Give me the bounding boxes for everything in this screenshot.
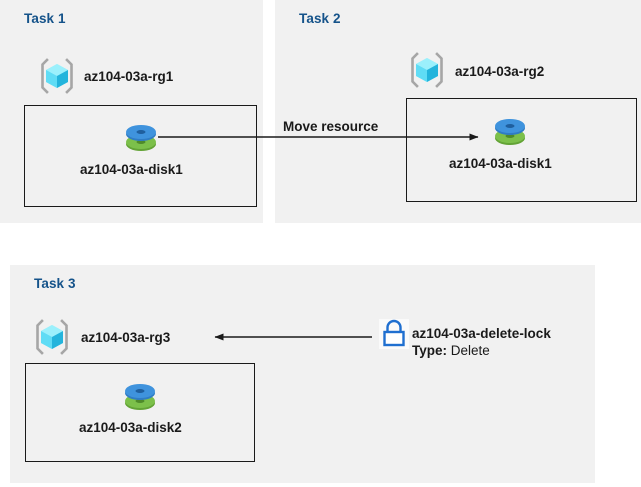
move-resource-label: Move resource [283, 119, 379, 134]
task-3-heading: Task 3 [34, 276, 76, 291]
task-1-heading: Task 1 [24, 11, 66, 26]
task-2-panel [275, 0, 641, 223]
disk-label-disk2: az104-03a-disk2 [79, 420, 182, 435]
azure-managed-disk-icon [490, 112, 530, 152]
resource-group-label-rg2: az104-03a-rg2 [455, 64, 545, 79]
task-2-resource-box [406, 98, 637, 202]
disk-label-disk1: az104-03a-disk1 [80, 162, 183, 177]
azure-managed-disk-icon [120, 377, 160, 417]
task-3-resource-box [25, 363, 255, 462]
resource-group-label-rg1: az104-03a-rg1 [84, 69, 174, 84]
task-3-panel [10, 265, 595, 483]
lock-name-label: az104-03a-delete-lock [412, 326, 551, 341]
task-1-panel [0, 0, 263, 223]
resource-group-label-rg3: az104-03a-rg3 [81, 330, 171, 345]
lock-type-value: Delete [450, 343, 490, 358]
azure-resource-group-icon [408, 51, 446, 89]
task-1-resource-box [24, 105, 257, 207]
azure-resource-group-icon [33, 318, 71, 356]
lock-type-row: Type: Delete [412, 343, 490, 358]
task-2-heading: Task 2 [299, 11, 341, 26]
lock-type-key: Type: [412, 343, 448, 358]
azure-managed-disk-icon [121, 118, 161, 158]
disk-label-disk1-moved: az104-03a-disk1 [449, 156, 552, 171]
padlock-icon [379, 319, 409, 349]
azure-resource-group-icon [38, 57, 76, 95]
